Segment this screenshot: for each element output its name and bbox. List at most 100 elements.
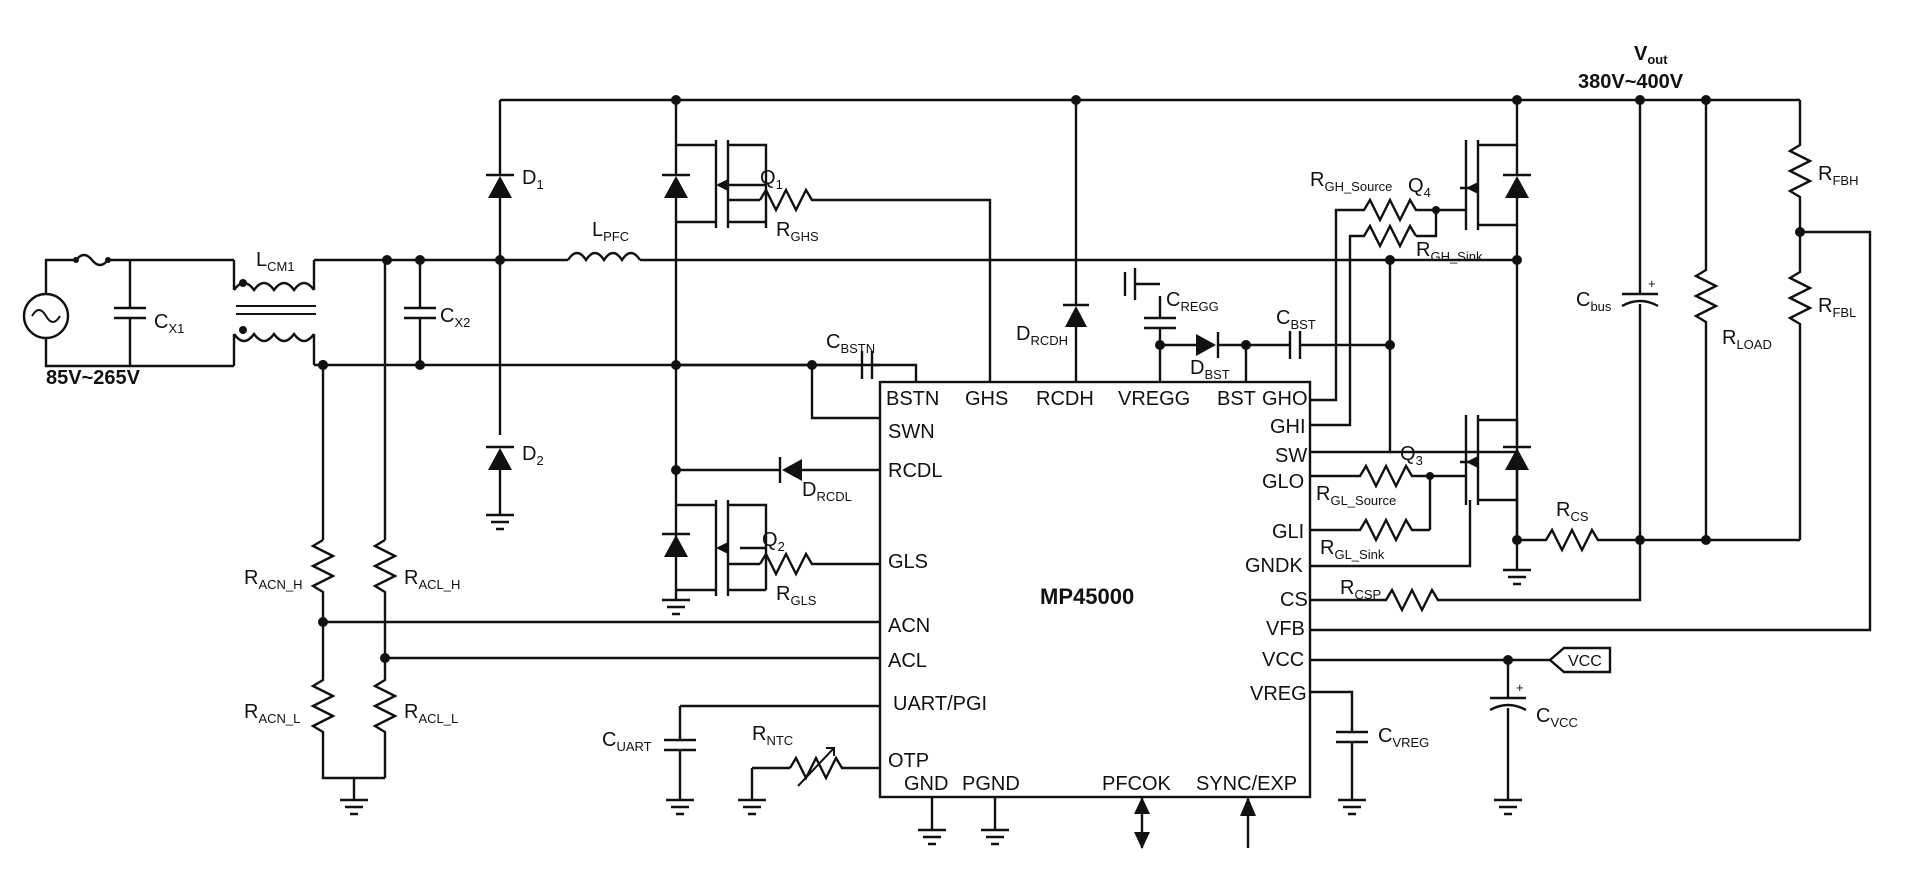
rntc-resistor [788,755,880,781]
pin-gli: GLI [1272,521,1304,543]
ic-name: MP45000 [1040,584,1134,609]
cvreg-capacitor [1310,690,1368,800]
q2-label: Q2 [762,529,785,554]
pin-pgnd: PGND [962,773,1020,795]
racn-h-label: RACN_H [244,567,303,592]
racl-h-label: RACL_H [404,567,460,592]
drcdl-diode [778,457,802,483]
pin-gnd: GND [904,773,948,795]
cbst-label: CBST [1276,307,1316,332]
pin-otp: OTP [888,750,929,772]
q2-mosfet [662,500,768,596]
rgl-source-label: RGL_Source [1316,483,1396,508]
rfbh-resistor [1787,100,1813,232]
ground-gnd [918,828,946,846]
cbst-capacitor [1288,331,1390,359]
rgls-resistor [758,551,880,577]
q4-mosfet [1460,140,1531,230]
dbst-diode [1196,332,1220,358]
rfbl-label: RFBL [1818,295,1856,320]
vcc-tag [1548,646,1612,674]
ground-rntc [738,798,766,816]
ground-q2 [662,598,690,616]
ground-q3 [1503,568,1531,586]
ground-d2 [486,513,514,531]
pin-ghi: GHI [1270,416,1306,438]
lcm1-label: LCM1 [256,249,295,274]
pin-bstn: BSTN [886,388,939,410]
pin-gho: GHO [1262,388,1308,410]
rghs-resistor [758,187,992,382]
rload-resistor [1693,100,1719,540]
pin-bst: BST [1217,388,1256,410]
pin-cs: CS [1280,589,1308,611]
racl-h-resistor [372,538,398,658]
pin-gls: GLS [888,551,928,573]
ground-pgnd [981,828,1009,846]
ground-divider [340,778,368,816]
cbstn-capacitor [812,351,918,382]
rcsp-label: RCSP [1340,577,1381,602]
ground-cvreg [1338,798,1366,816]
cx2-label: CX2 [440,305,470,330]
pin-glo: GLO [1262,471,1304,493]
lcm1-choke [232,260,316,366]
lpfc-label: LPFC [592,219,629,244]
rcs-resistor [1517,527,1800,553]
cx1-capacitor [114,260,146,366]
drcdl-label: DRCDL [802,479,852,504]
rgh-source-resistor [1310,197,1436,402]
pin-vfb: VFB [1266,618,1305,640]
rntc-label: RNTC [752,723,793,748]
cvcc-label: CVCC [1536,705,1578,730]
pin-sync: SYNC/EXP [1196,773,1297,795]
racn-l-label: RACN_L [244,701,300,726]
q4-label: Q4 [1408,175,1431,200]
cbus-capacitor [1621,100,1659,540]
d1-label: D1 [522,167,544,192]
rfbh-label: RFBH [1818,163,1858,188]
drcdh-label: DRCDH [1016,323,1068,348]
pin-swn: SWN [888,421,935,443]
rgls-label: RGLS [776,583,817,608]
pin-rcdh: RCDH [1036,388,1094,410]
q3-mosfet [1460,415,1531,505]
pin-sw: SW [1275,445,1307,467]
input-range-label: 85V~265V [46,367,141,389]
d2-label: D2 [522,443,544,468]
pin-pfcok: PFCOK [1102,773,1172,795]
q3-label: Q3 [1400,443,1423,468]
pin-vregg: VREGG [1118,388,1190,410]
rgh-sink-label: RGH_Sink [1416,239,1483,264]
rgh-sink-resistor [1310,223,1418,427]
dbst-label: DBST [1190,357,1230,382]
fuse-symbol [75,253,109,267]
cbstn-label: CBSTN [826,331,875,356]
pin-acn: ACN [888,615,930,637]
d1-diode [486,173,514,198]
rcsp-resistor [1310,540,1642,613]
vout-range: 380V~400V [1578,71,1684,93]
rcs-label: RCS [1556,499,1589,524]
cx1-label: CX1 [154,311,184,336]
ic-body [878,380,1312,799]
cx2-capacitor [404,260,436,365]
pin-uart: UART/PGI [893,693,987,715]
pin-acl: ACL [888,650,927,672]
drcdh-diode [1063,303,1089,327]
rgl-source-resistor [1310,463,1430,489]
rgh-source-label: RGH_Source [1310,169,1392,194]
q1-mosfet [662,140,768,228]
rgl-sink-resistor [1310,517,1430,543]
racn-h-resistor [310,538,336,622]
rgl-sink-label: RGL_Sink [1320,537,1385,562]
d2-diode [486,445,514,470]
ground-cuart [666,798,694,816]
pin-vreg: VREG [1250,683,1307,705]
pin-rcdl: RCDL [888,460,942,482]
vout-label: Vout [1634,43,1668,67]
cvcc-plus: + [1516,680,1524,695]
cbus-label: Cbus [1576,289,1612,314]
rghs-label: RGHS [776,219,819,244]
